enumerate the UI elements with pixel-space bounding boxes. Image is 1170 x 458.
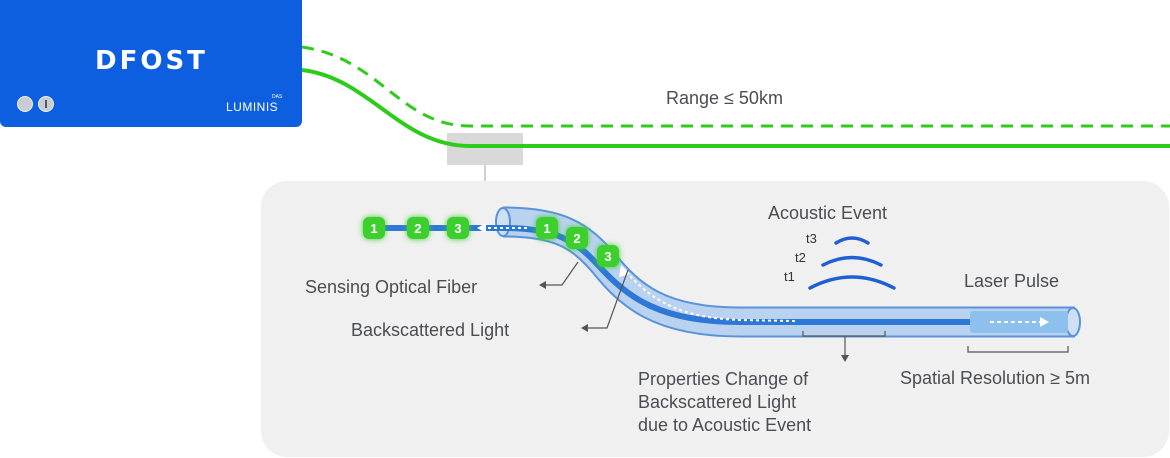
marker-1-left	[363, 217, 385, 239]
luminis-brand: LUMINIS	[226, 100, 279, 114]
backscatter-arrowhead-curve	[619, 265, 630, 277]
zoom-window	[447, 133, 523, 165]
sensing-fiber-label: Sensing Optical Fiber	[305, 277, 478, 297]
marker-3-fiber-text: 3	[604, 249, 611, 264]
range-label: Range ≤ 50km	[666, 88, 783, 108]
device-button	[17, 96, 33, 112]
backscatter-arrowhead-top	[477, 223, 486, 233]
power-button-icon	[38, 96, 54, 112]
properties-change-label: Properties Change of Backscattered Light…	[638, 368, 811, 437]
backscatter-arrow-curve	[624, 269, 796, 322]
marker-1-fiber-text: 1	[543, 221, 550, 236]
time-label-t3: t3	[806, 231, 817, 246]
brand-superscript: DAS	[272, 94, 283, 100]
backscattered-light-label: Backscattered Light	[351, 320, 510, 340]
properties-change-line-3: due to Acoustic Event	[638, 415, 812, 435]
laser-pulse-arrowhead	[1040, 317, 1049, 327]
marker-group-left	[363, 217, 619, 267]
acoustic-wave-t2	[821, 255, 883, 267]
fiber-tube-end-right	[1065, 307, 1081, 337]
time-label-t1: t1	[784, 269, 795, 284]
arrowhead-properties	[841, 355, 849, 362]
acoustic-wave-t3	[834, 236, 870, 245]
arrowhead-sensing	[539, 281, 546, 289]
marker-2-left	[407, 217, 429, 239]
leader-sensing-fiber	[546, 261, 579, 286]
properties-change-line-2: Backscattered Light	[638, 392, 797, 412]
marker-1-left-text: 1	[370, 221, 377, 236]
marker-3-left	[447, 217, 469, 239]
dfost-device: DFOST LUMINIS DAS	[0, 0, 302, 127]
time-label-t2: t2	[795, 250, 806, 265]
properties-change-line-1: Properties Change of	[638, 369, 809, 389]
spatial-resolution-label: Spatial Resolution ≥ 5m	[900, 368, 1090, 388]
fiber-cable-dashed	[301, 45, 1170, 128]
leader-backscattered	[588, 269, 629, 329]
acoustic-wave-t1	[808, 275, 896, 290]
marker-3-left-text: 3	[454, 221, 461, 236]
fiber-cable-solid	[301, 68, 1170, 148]
marker-2-left-text: 2	[414, 221, 421, 236]
device-logo: DFOST	[95, 46, 208, 76]
marker-2-fiber-text: 2	[573, 231, 580, 246]
bracket-properties	[802, 331, 886, 337]
arrowhead-backscattered	[581, 324, 588, 332]
laser-pulse-label: Laser Pulse	[964, 271, 1060, 291]
bracket-spatial	[967, 346, 1069, 353]
marker-3-fiber	[597, 245, 619, 267]
fiber-tube-end-left	[495, 207, 511, 237]
acoustic-event-title: Acoustic Event	[768, 203, 888, 223]
marker-2-fiber	[566, 227, 588, 249]
marker-1-fiber	[536, 217, 558, 239]
